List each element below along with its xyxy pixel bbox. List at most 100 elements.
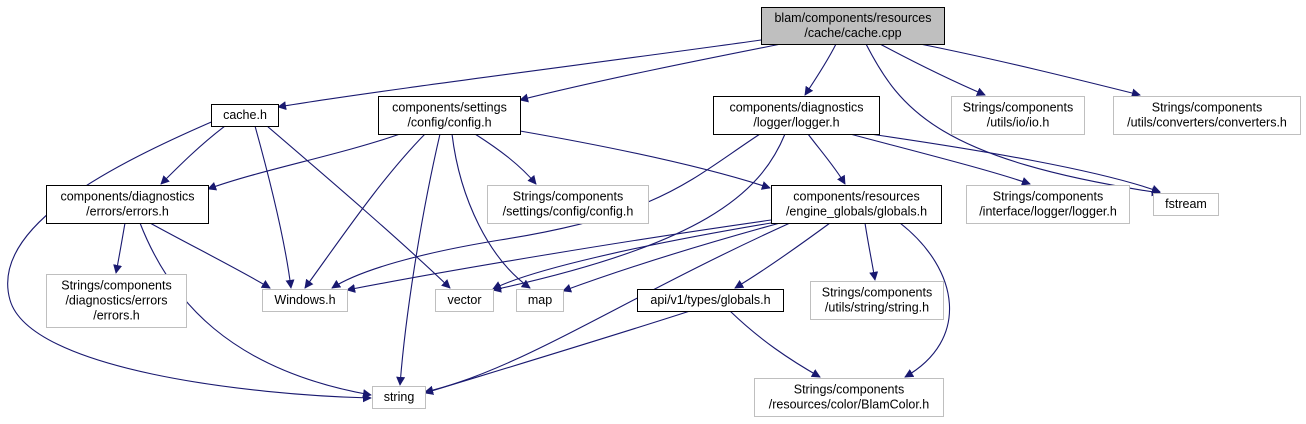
edge-root-to-logger_h <box>804 43 837 96</box>
edge-globals_h-to-string <box>424 222 791 395</box>
node-label-line: Windows.h <box>274 293 335 307</box>
node-box <box>516 289 564 312</box>
edge-root-to-str_conv <box>919 43 1141 98</box>
node-api-globals[interactable]: api/v1/types/globals.h <box>637 289 784 312</box>
node-box <box>810 281 944 320</box>
node-label-line: /errors.h <box>93 309 140 323</box>
node-label-line: /interface/logger/logger.h <box>979 205 1117 219</box>
node-label-line: Strings/components <box>513 190 623 204</box>
node-box <box>487 185 649 224</box>
node-label-line: Strings/components <box>822 286 932 300</box>
node-str-string[interactable]: Strings/components/utils/string/string.h <box>810 281 944 320</box>
edge-root-to-str_io <box>879 43 986 96</box>
node-globals-h[interactable]: components/resources/engine_globals/glob… <box>771 185 942 224</box>
node-label-line: blam/components/resources <box>774 11 931 25</box>
node-label-line: components/diagnostics <box>729 101 863 115</box>
edge-cache_h-to-errors_h <box>160 125 226 185</box>
edge-errors_h-to-str_errors <box>113 222 126 274</box>
node-label-line: fstream <box>1165 197 1207 211</box>
edge-globals_h-to-str_color <box>899 222 951 378</box>
edge-globals_h-to-map <box>562 222 781 293</box>
node-label-line: cache.h <box>223 108 267 122</box>
node-box <box>1113 96 1301 135</box>
node-box <box>761 7 945 45</box>
node-label-line: /resources/color/BlamColor.h <box>769 398 930 412</box>
edge-root-to-config_h <box>519 43 782 103</box>
node-config-h[interactable]: components/settings/config/config.h <box>378 96 521 135</box>
edge-errors_h-to-string <box>139 222 372 399</box>
node-vector[interactable]: vector <box>435 289 494 312</box>
node-label-line: /config/config.h <box>407 116 491 130</box>
node-label-line: Strings/components <box>61 279 171 293</box>
node-label-line: Strings/components <box>993 190 1103 204</box>
node-label-line: /errors/errors.h <box>86 205 169 219</box>
node-str-io[interactable]: Strings/components/utils/io/io.h <box>951 96 1085 135</box>
node-root[interactable]: blam/components/resources/cache/cache.cp… <box>761 7 945 45</box>
node-map[interactable]: map <box>516 289 564 312</box>
node-box <box>46 274 187 328</box>
edge-cache_h-to-vector <box>266 125 451 289</box>
node-label-line: api/v1/types/globals.h <box>650 293 770 307</box>
node-label-line: Strings/components <box>794 383 904 397</box>
edge-api_globals-to-str_color <box>729 310 821 378</box>
node-label-line: /utils/string/string.h <box>825 301 929 315</box>
node-str-conv[interactable]: Strings/components/utils/converters/conv… <box>1113 96 1301 135</box>
edge-errors_h-to-windows_h <box>149 222 271 289</box>
edge-cache_h-to-windows_h <box>254 125 295 289</box>
node-box <box>211 104 279 127</box>
edge-config_h-to-string <box>396 133 441 386</box>
node-str-config[interactable]: Strings/components/settings/config/confi… <box>487 185 649 224</box>
node-box <box>262 289 348 312</box>
node-box <box>46 185 209 224</box>
edge-root-to-fstream <box>865 43 1161 197</box>
node-fstream[interactable]: fstream <box>1153 193 1219 216</box>
node-box <box>378 96 521 135</box>
edge-logger_h-to-globals_h <box>807 133 846 185</box>
node-label-line: /settings/config/config.h <box>503 205 634 219</box>
node-label-line: string <box>384 390 415 404</box>
node-logger-h[interactable]: components/diagnostics/logger/logger.h <box>713 96 880 135</box>
node-box <box>771 185 942 224</box>
node-label-line: /cache/cache.cpp <box>804 26 901 40</box>
node-string[interactable]: string <box>372 386 426 409</box>
node-errors-h[interactable]: components/diagnostics/errors/errors.h <box>46 185 209 224</box>
node-label-line: /engine_globals/globals.h <box>786 205 927 219</box>
edge-globals_h-to-api_globals <box>734 222 831 289</box>
node-label-line: components/settings <box>392 101 507 115</box>
node-box <box>372 386 426 409</box>
node-label-line: vector <box>447 293 481 307</box>
edge-logger_h-to-fstream <box>869 133 1161 194</box>
node-label-line: Strings/components <box>1152 101 1262 115</box>
node-str-errors[interactable]: Strings/components/diagnostics/errors/er… <box>46 274 187 328</box>
edge-api_globals-to-string <box>424 310 691 395</box>
node-label-line: components/resources <box>793 190 919 204</box>
edge-globals_h-to-windows_h <box>346 219 772 293</box>
node-windows-h[interactable]: Windows.h <box>262 289 348 312</box>
edge-globals_h-to-vector <box>492 222 772 290</box>
nodes-layer: blam/components/resources/cache/cache.cp… <box>46 7 1301 417</box>
edges-layer <box>7 39 1161 403</box>
node-str-logger[interactable]: Strings/components/interface/logger/logg… <box>966 185 1130 224</box>
node-box <box>435 289 494 312</box>
edge-logger_h-to-str_logger <box>849 133 1031 186</box>
node-str-color[interactable]: Strings/components/resources/color/BlamC… <box>754 378 944 417</box>
edge-logger_h-to-vector <box>492 133 786 293</box>
edge-config_h-to-globals_h <box>519 130 771 190</box>
node-box <box>754 378 944 417</box>
node-label-line: /diagnostics/errors <box>65 294 167 308</box>
node-box <box>713 96 880 135</box>
node-box <box>1153 193 1219 216</box>
node-label-line: Strings/components <box>963 101 1073 115</box>
edge-logger_h-to-windows_h <box>331 133 761 289</box>
node-label-line: components/diagnostics <box>60 190 194 204</box>
edge-config_h-to-str_config <box>474 133 537 185</box>
node-cache-h[interactable]: cache.h <box>211 104 279 127</box>
node-label-line: /utils/io/io.h <box>987 116 1050 130</box>
node-label-line: map <box>528 293 552 307</box>
edge-config_h-to-windows_h <box>304 133 426 289</box>
edge-config_h-to-errors_h <box>207 133 401 191</box>
node-label-line: /logger/logger.h <box>753 116 839 130</box>
edge-root-to-cache_h <box>277 39 762 111</box>
edge-cache_h-to-string <box>7 119 372 403</box>
